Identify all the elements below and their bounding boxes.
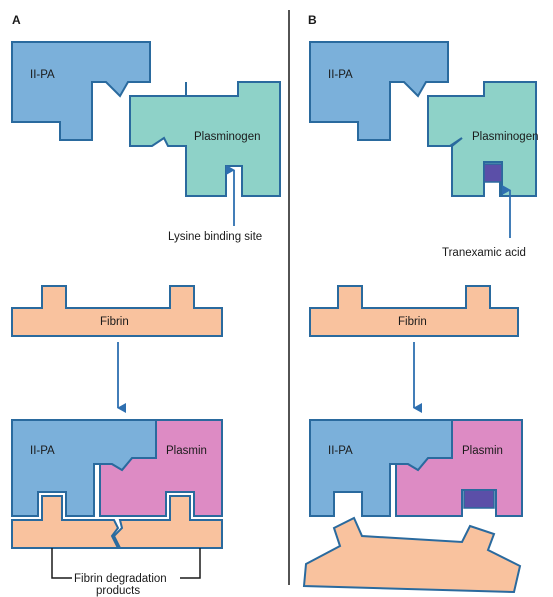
panel-b-tranexamic-label: Tranexamic acid — [442, 247, 526, 259]
panel-a-fdp-label-1: Fibrin degradation — [74, 573, 167, 585]
panel-b: B II-PA Plasminogen Tranexamic acid Fibr… — [302, 13, 538, 594]
panel-b-plasminogen-body — [427, 81, 537, 197]
panel-b-fibrin-shape — [309, 285, 519, 337]
panel-a-tpa-bottom-label: II-PA — [30, 445, 55, 457]
panel-a-fibrin-right-fragment — [112, 495, 223, 549]
panel-b-fibrin-intact-shape — [302, 516, 522, 594]
panel-a: A II-PA Plasminogen Lysine binding site … — [11, 13, 281, 597]
panel-b-plasminogen-label: Plasminogen — [472, 131, 538, 143]
panel-a-plasminogen-label: Plasminogen — [194, 131, 260, 143]
panel-b-plasmin-tranexamic-block — [463, 489, 495, 509]
panel-a-plasminogen-shape — [129, 81, 281, 197]
panel-b-tpa-bottom-shape — [309, 419, 453, 517]
panel-a-tpa-bottom-shape — [11, 419, 157, 517]
panel-a-fdp-label-2: products — [96, 585, 140, 597]
panel-a-fibrin-left-fragment — [11, 495, 120, 549]
panel-a-fibrin-shape — [11, 285, 223, 337]
panel-a-fibrin-label: Fibrin — [100, 316, 129, 328]
panel-a-plasmin-label: Plasmin — [166, 445, 207, 457]
panel-a-tpa-label: II-PA — [30, 69, 55, 81]
panel-b-tpa-label: II-PA — [328, 69, 353, 81]
panel-b-tpa-bottom-label: II-PA — [328, 445, 353, 457]
panel-a-fdp-bracket-right — [180, 548, 201, 579]
panel-a-tpa-shape — [11, 41, 151, 141]
panel-a-fdp-bracket-left — [51, 548, 72, 579]
panel-a-lysine-label: Lysine binding site — [168, 231, 262, 243]
panel-b-plasmin-label: Plasmin — [462, 445, 503, 457]
panel-b-tranexamic-block — [483, 163, 503, 183]
panel-a-letter: A — [12, 13, 21, 27]
panel-b-fibrin-label: Fibrin — [398, 316, 427, 328]
panel-b-letter: B — [308, 13, 317, 27]
panel-b-tpa-shape — [309, 41, 449, 141]
